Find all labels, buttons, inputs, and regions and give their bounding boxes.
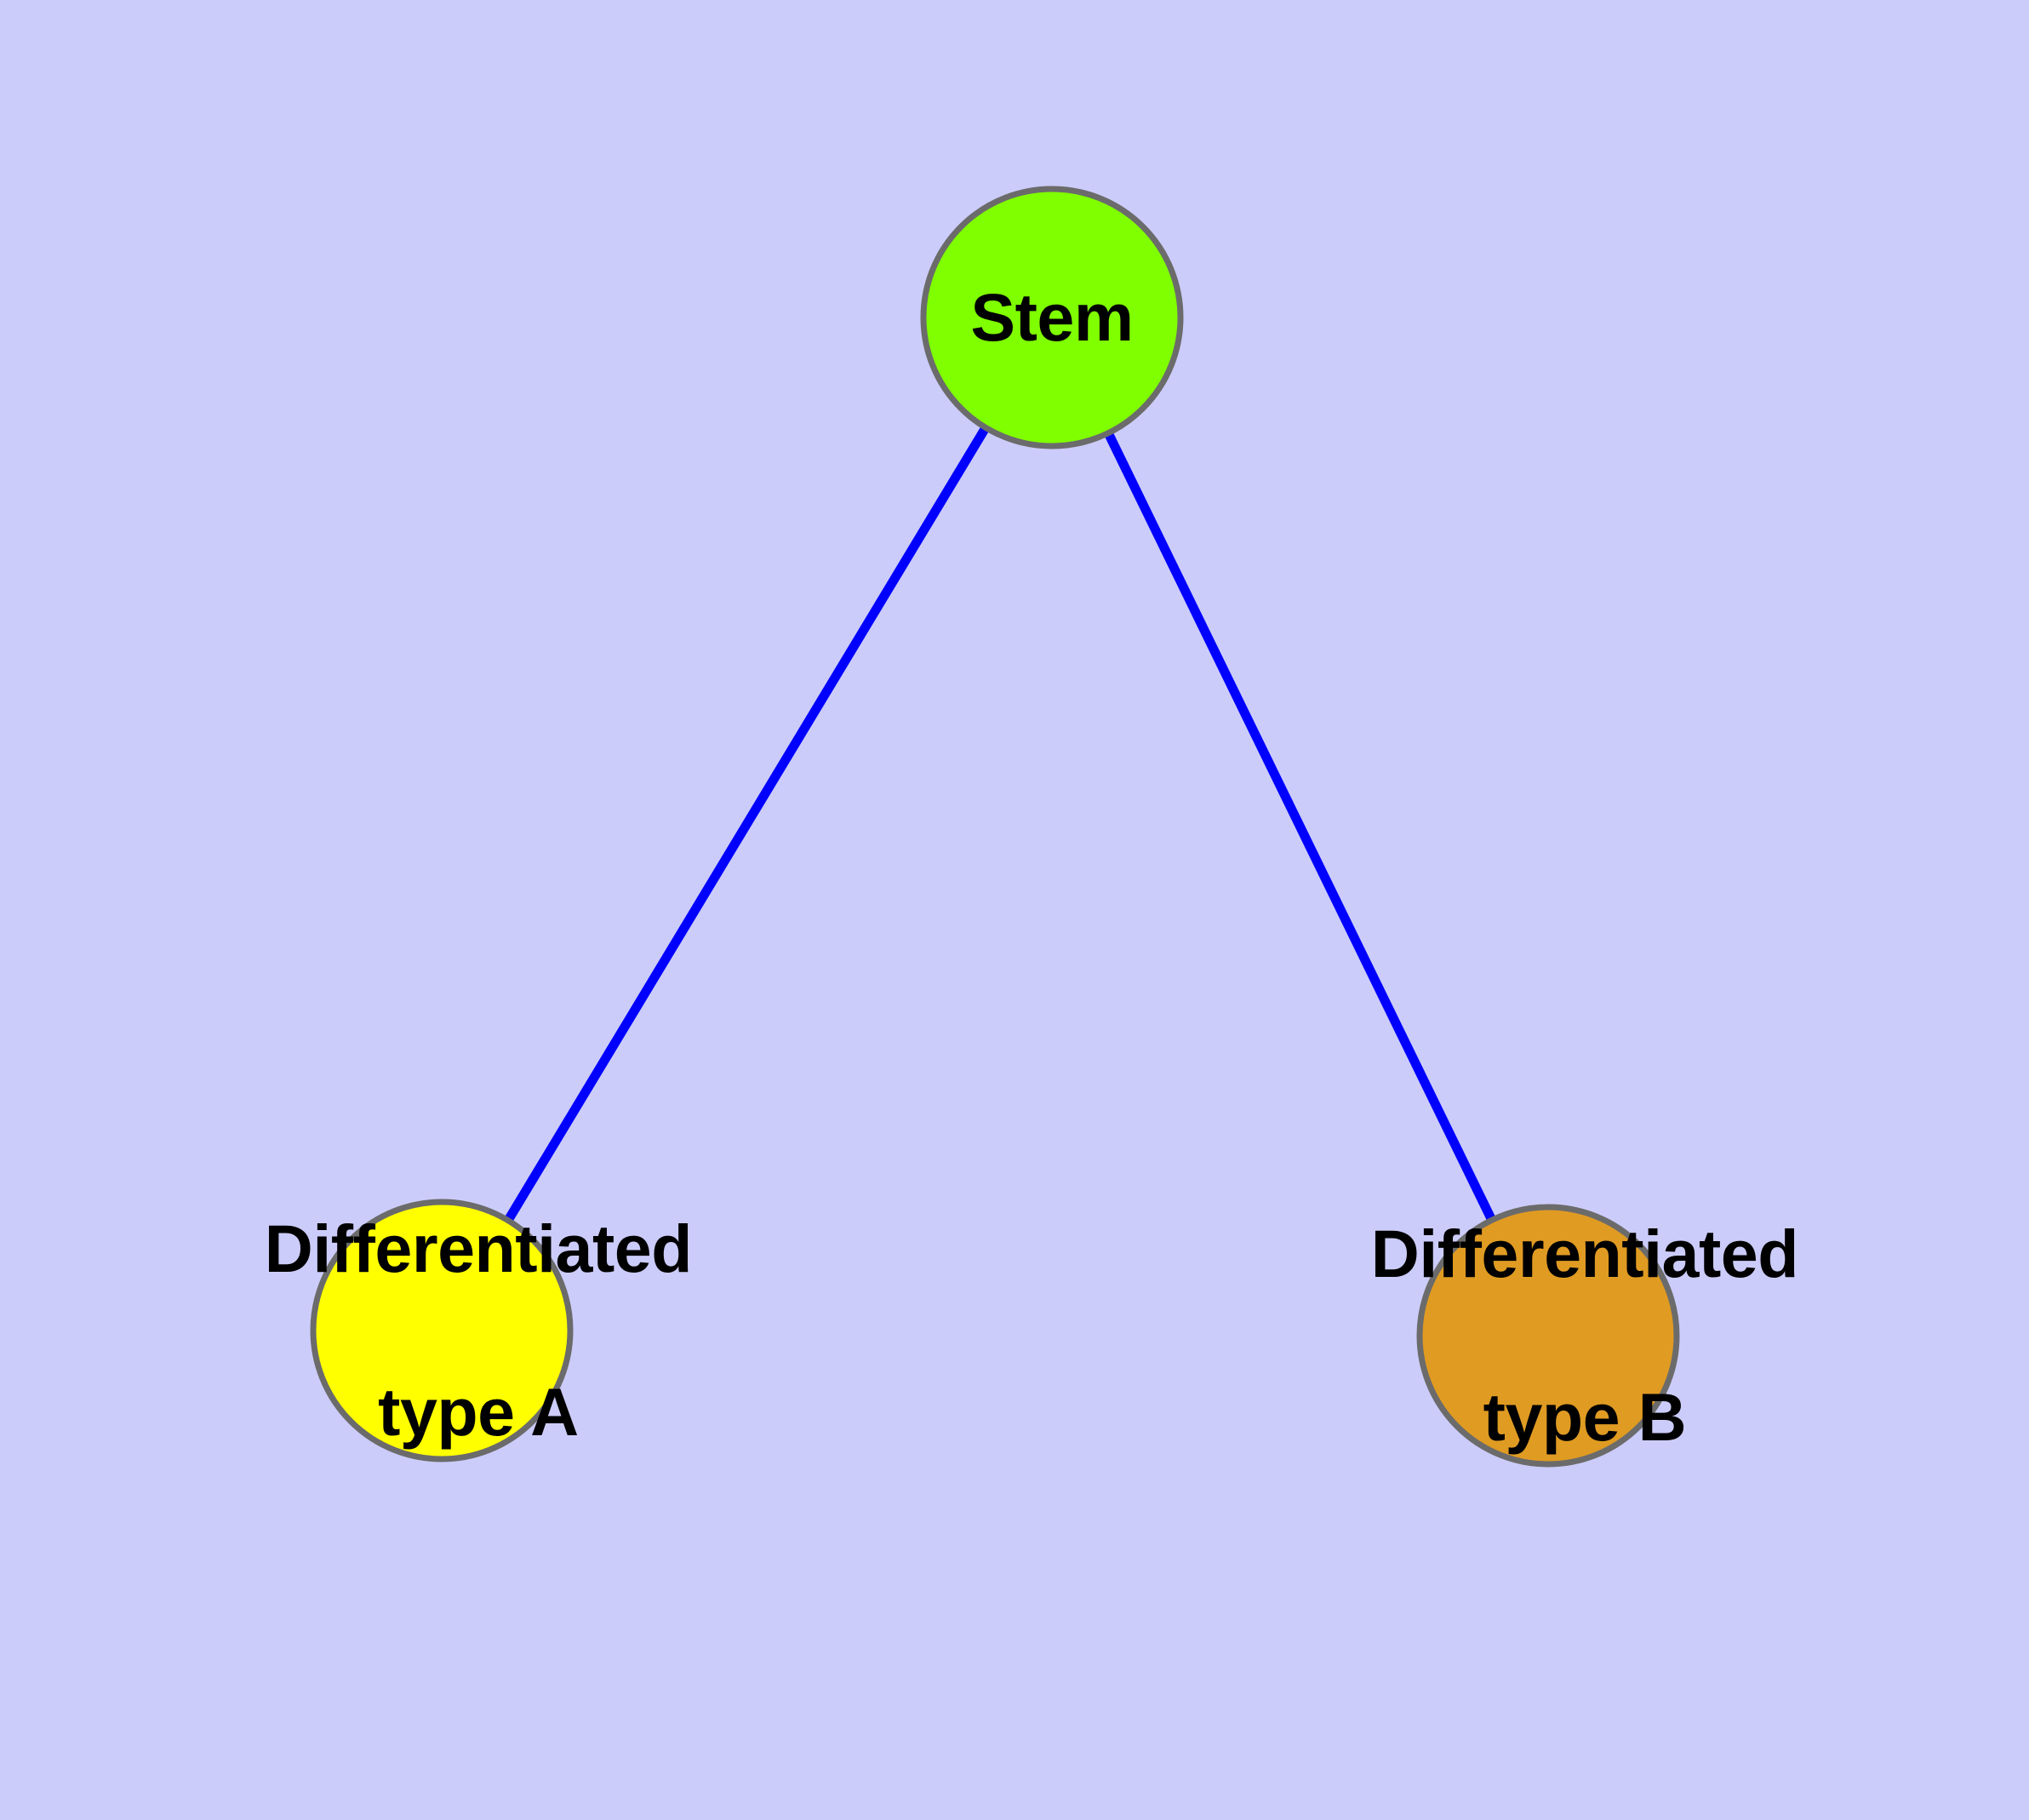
edge-stem-to-differentiated-type-a[interactable] [437, 315, 1056, 1333]
node-stem[interactable] [920, 186, 1184, 449]
node-differentiated-type-a[interactable] [310, 1199, 574, 1462]
node-differentiated-type-b[interactable] [1416, 1204, 1680, 1468]
node-layer [310, 186, 1680, 1468]
edge-stem-to-differentiated-type-b[interactable] [1048, 315, 1552, 1338]
edge-layer [437, 315, 1552, 1338]
